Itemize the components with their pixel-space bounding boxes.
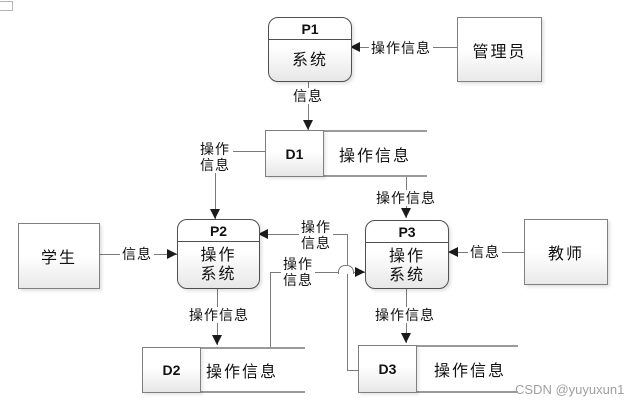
datastore-d3-top-line <box>358 345 518 347</box>
flow-d2-to-p3-label-line1: 操作 <box>283 256 313 272</box>
flow-p3-to-d3-arrowhead <box>401 333 411 343</box>
datastore-d1-top-line <box>265 130 427 132</box>
flow-d1-to-p2-arrowhead <box>210 209 220 219</box>
flow-d2-to-p3-line-hop <box>338 265 354 274</box>
flow-admin-to-p1-label: 操作信息 <box>369 40 433 56</box>
process-p2-name-line2: 系统 <box>200 266 237 283</box>
datastore-d3-id: D3 <box>358 345 417 393</box>
entity-student: 学生 <box>18 223 100 289</box>
flow-d2-to-p3-arrowhead <box>355 267 365 277</box>
flow-p2-to-d2-arrowhead <box>212 335 222 345</box>
datastore-d1-bottom-line <box>265 175 427 177</box>
flow-student-to-p2-arrowhead <box>167 249 177 259</box>
flow-teacher-to-p3-arrowhead <box>448 247 458 257</box>
process-p1-name: 系统 <box>269 40 351 81</box>
datastore-d2-top-line <box>142 347 305 349</box>
datastore-d3-bottom-line <box>358 391 518 393</box>
datastore-d1-id: D1 <box>265 130 324 177</box>
process-p3-name-line2: 系统 <box>388 266 425 284</box>
datastore-d2: D2 操作信息 <box>142 347 305 393</box>
process-p2-id: P2 <box>178 220 259 242</box>
flow-d3-to-p2-vline <box>347 234 348 370</box>
flow-d1-to-p3-arrowhead <box>401 208 411 218</box>
flow-p1-to-d1-label: 信息 <box>291 88 325 104</box>
csdn-watermark: CSDN @yuyuxun1 <box>515 382 625 397</box>
process-p1-id: P1 <box>269 18 351 40</box>
datastore-d1-label: 操作信息 <box>339 147 412 165</box>
flow-teacher-to-p3-label: 信息 <box>468 244 502 260</box>
flow-d1-to-p2-vline <box>215 173 216 219</box>
datastore-d2-id: D2 <box>142 347 201 393</box>
flow-d3-to-p2-label-line1: 操作 <box>301 219 331 235</box>
flow-p3-to-d3-label: 操作信息 <box>373 307 437 323</box>
flow-d3-to-p2-arrowhead <box>258 229 268 239</box>
flow-d1-to-p3-label: 操作信息 <box>374 190 438 206</box>
flow-d2-to-p3-label: 操作信息 <box>281 256 315 288</box>
datastore-d3-label: 操作信息 <box>434 363 507 380</box>
process-p2-name: 操作 系统 <box>178 242 259 288</box>
process-p3-name: 操作 系统 <box>366 243 448 288</box>
datastore-d2-bottom-line <box>142 391 305 393</box>
flow-p1-to-d1-arrowhead <box>303 120 313 130</box>
flow-p2-to-d2-label: 操作信息 <box>187 307 251 323</box>
flow-d1-to-p2-hline <box>233 151 265 152</box>
flow-d1-to-p2-label: 操作信息 <box>198 141 232 173</box>
datastore-d1: D1 操作信息 <box>265 130 427 177</box>
flow-d2-to-p3-hline <box>270 272 365 273</box>
process-p3-name-line1: 操作 <box>388 247 425 265</box>
entity-teacher: 教师 <box>524 219 608 285</box>
process-p1-name-line1: 系统 <box>291 52 328 69</box>
flow-d3-to-p2-label-line2: 信息 <box>301 235 331 251</box>
entity-admin: 管理员 <box>457 17 542 82</box>
flow-student-to-p2-label: 信息 <box>120 246 154 262</box>
process-p1: P1 系统 <box>268 17 352 82</box>
flow-p1-to-d1-line <box>308 80 309 130</box>
datastore-d3: D3 操作信息 <box>358 345 518 393</box>
datastore-d2-label: 操作信息 <box>206 364 279 381</box>
process-p2: P2 操作 系统 <box>177 219 260 289</box>
flow-d3-to-p2-hline-bottom <box>347 370 358 371</box>
flow-d3-to-p2-label: 操作信息 <box>299 219 333 251</box>
flow-admin-to-p1-arrowhead <box>350 42 360 52</box>
flow-d1-to-p2-label-line2: 信息 <box>200 157 230 173</box>
page-corner-artifact <box>0 1 13 11</box>
process-p2-name-line1: 操作 <box>200 247 237 264</box>
flow-d1-to-p2-label-line1: 操作 <box>200 141 230 157</box>
process-p3-id: P3 <box>366 221 448 243</box>
process-p3: P3 操作 系统 <box>365 220 449 289</box>
flow-d2-to-p3-label-line2: 信息 <box>283 272 313 288</box>
flow-d2-to-p3-vline <box>270 272 271 347</box>
